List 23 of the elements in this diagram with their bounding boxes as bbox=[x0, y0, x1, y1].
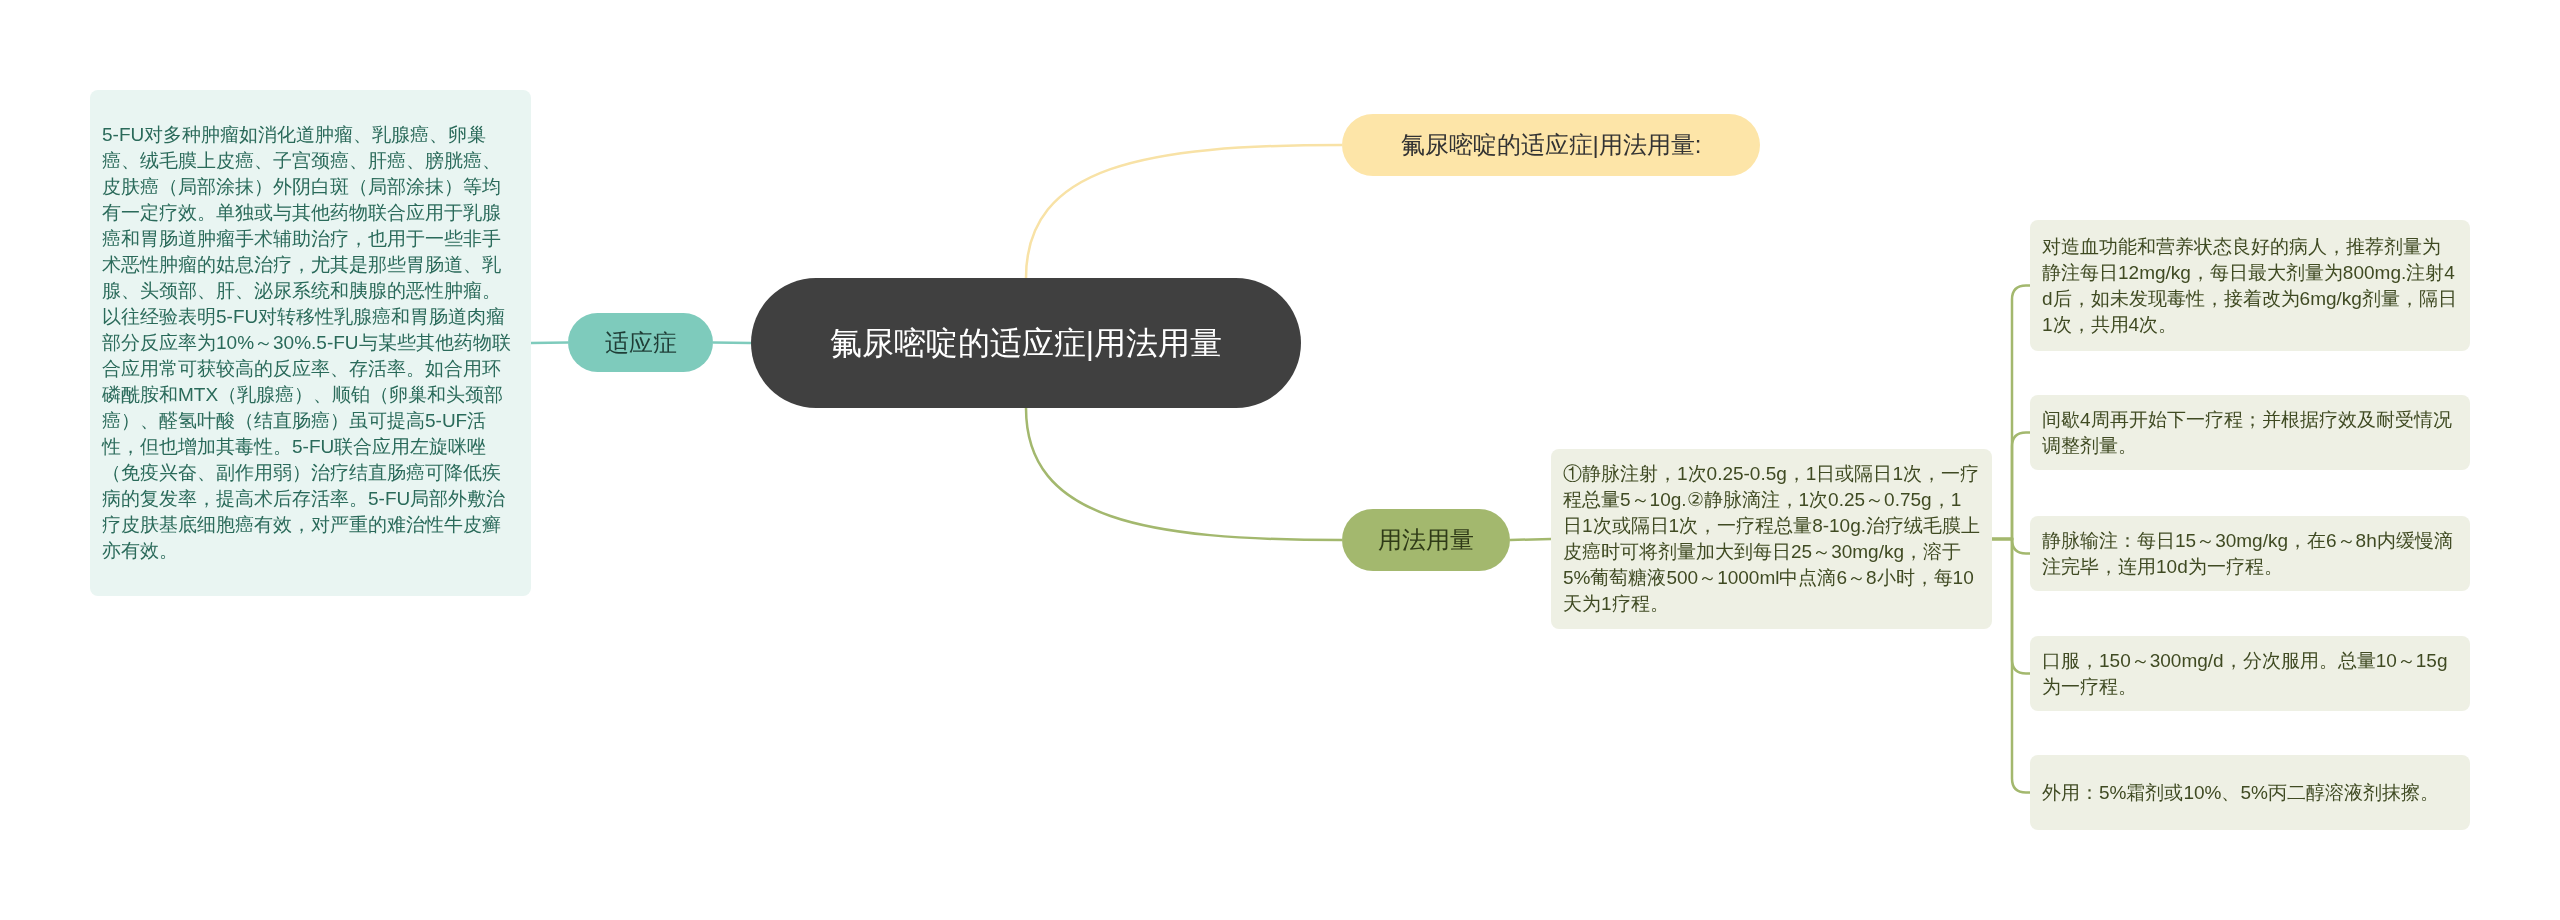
text-card bbox=[2030, 516, 2470, 591]
text-card bbox=[1551, 449, 1992, 629]
connector-line bbox=[1024, 407, 1342, 542]
text-card bbox=[90, 90, 531, 596]
node-text: ①静脉注射，1次0.25-0.5g，1日或隔日1次，一疗程总量5～10g.②静脉滴注，1次0.25～0.75g，1日1次或隔日1次，一疗程总量8-10g.治疗绒毛膜上皮癌时可将剂量加大到每日25～30mg/kg，溶于5%葡萄糖液500～1000ml中点滴6～8小时，每10天为1疗程。 bbox=[1563, 462, 1980, 616]
node-text: 氟尿嘧啶的适应症|用法用量: bbox=[1399, 130, 1703, 160]
node-text: 外用：5%霜剂或10%、5%丙二醇溶液剂抹擦。 bbox=[2042, 780, 2440, 805]
node-text: 静脉输注：每日15～30mg/kg，在6～8h内缓慢滴注完毕，连用10d为一疗程。 bbox=[2042, 528, 2454, 579]
connector-line bbox=[531, 341, 568, 345]
connector-line bbox=[713, 341, 751, 345]
node-text: 对造血功能和营养状态良好的病人，推荐剂量为静注每日12mg/kg，每日最大剂量为800mg.注射4d后，如未发现毒性，接着改为6mg/kg剂量，隔日1次，共用4次。 bbox=[2042, 234, 2458, 337]
text-card bbox=[2030, 755, 2470, 830]
node-text: 适应症 bbox=[603, 327, 678, 358]
connector-line bbox=[1509, 537, 1552, 542]
text-card bbox=[2030, 636, 2470, 711]
node-text: 氟尿嘧啶的适应症|用法用量 bbox=[828, 324, 1224, 363]
node-text: 间歇4周再开始下一疗程；并根据疗效及耐受情况调整剂量。 bbox=[2042, 407, 2453, 458]
node-text: 口服，150～300mg/d，分次服用。总量10～15g为一疗程。 bbox=[2042, 648, 2449, 699]
node-text: 5-FU对多种肿瘤如消化道肿瘤、乳腺癌、卵巢癌、绒毛膜上皮癌、子宫颈癌、肝癌、膀胱癌、皮肤癌（局部涂抹）外阴白斑（局部涂抹）等均有一定疗效。单独或与其他药物联合应用于乳腺癌和胃肠道肿瘤手术辅助治疗，也用于一些非手术恶性肿瘤的姑息治疗，尤其是那些胃肠道、乳腺、头颈部、肝、泌尿系统和胰腺的恶性肿瘤。以往经验表明5-FU对转移性乳腺癌和胃肠道肉瘤部分反应率为10%～30%.5-FU与某些其他药物联合应用常可获较高的反应率、存活率。如合用环磷酰胺和MTX（乳腺癌）、顺铂（卵巢和头颈部癌）、醛氢叶酸（结直肠癌）虽可提高5-UF活性，但也增加其毒性。5-FU联合应用左旋咪唑（免疫兴奋、副作用弱）治疗结直肠癌可降低疾病的复发率，提高术后存活率。5-FU局部外敷治疗皮肤基底细胞癌有效，对严重的难治性牛皮癣亦有效。 bbox=[102, 123, 512, 563]
connector-line bbox=[1024, 143, 1342, 279]
text-card bbox=[2030, 395, 2470, 470]
node-text: 用法用量 bbox=[1377, 525, 1475, 555]
text-card bbox=[2030, 220, 2470, 351]
